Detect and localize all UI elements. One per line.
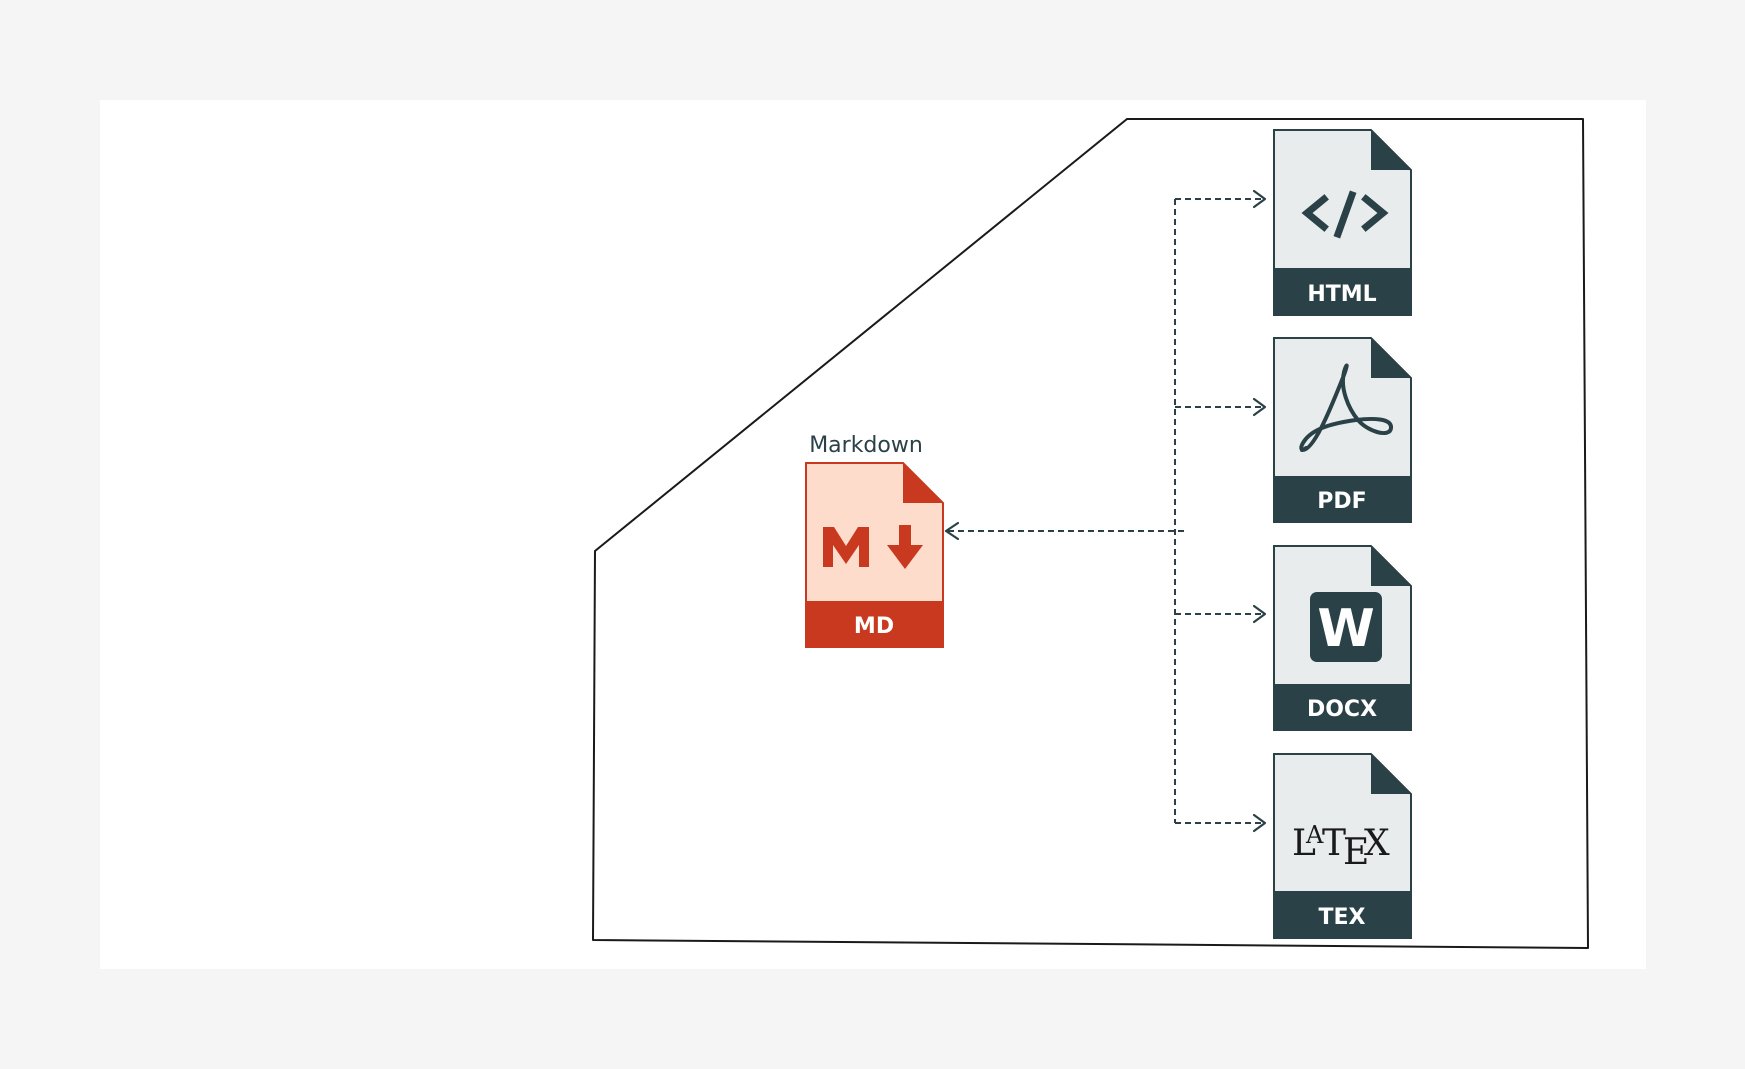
pdf-type-label: PDF (1317, 489, 1366, 514)
arrowhead-pdf (1252, 397, 1267, 417)
arrowhead-source (944, 521, 960, 541)
code-icon (1301, 190, 1389, 239)
docx-file-fold (1371, 546, 1411, 586)
tex-type-label: TEX (1319, 905, 1366, 930)
svg-text:E: E (1343, 832, 1369, 873)
markdown-type-band (806, 601, 943, 647)
word-icon-glyph: W (1317, 599, 1374, 659)
svg-text:L: L (1292, 823, 1316, 864)
arrowhead-html (1252, 189, 1267, 209)
markdown-caption: Markdown (809, 433, 923, 458)
markdown-file: Markdown MD (805, 433, 944, 648)
word-icon: W (1310, 592, 1382, 662)
docx-type-label: DOCX (1307, 697, 1377, 722)
tex-file: L A T E X TEX (1273, 753, 1412, 939)
pdf-file-fold (1371, 338, 1411, 378)
diagram-outline (592, 118, 1589, 949)
html-type-band (1274, 268, 1411, 315)
html-file: HTML (1273, 129, 1412, 316)
svg-text:X: X (1364, 823, 1390, 864)
pdf-file: PDF (1273, 337, 1412, 523)
docx-file: W DOCX (1273, 545, 1412, 731)
arrowhead-tex (1252, 813, 1267, 833)
html-type-label: HTML (1307, 282, 1376, 307)
latex-icon: L A T E X (1292, 821, 1390, 873)
svg-text:T: T (1322, 823, 1346, 864)
markdown-type-label: MD (854, 614, 894, 639)
markdown-icon (823, 525, 923, 569)
arrowhead-docx (1252, 604, 1267, 624)
tex-type-band (1274, 891, 1411, 938)
connectors (948, 198, 1264, 824)
html-file-fold (1371, 130, 1411, 170)
markdown-file-fold (903, 463, 943, 503)
pdf-type-band (1274, 476, 1411, 522)
tex-file-fold (1371, 754, 1411, 794)
acrobat-icon (1299, 363, 1393, 452)
docx-type-band (1274, 684, 1411, 730)
svg-text:A: A (1305, 821, 1324, 849)
arrowheads (944, 189, 1267, 833)
